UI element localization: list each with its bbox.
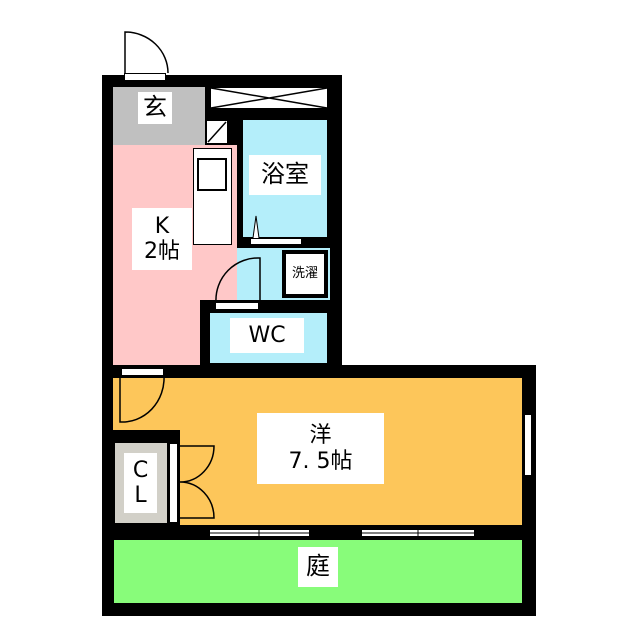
western-room-label: 洋 7. 5帖	[257, 413, 384, 484]
laundry-label: 洗濯	[285, 253, 325, 295]
kitchen-label-type: K	[154, 213, 170, 239]
kitchen-area-lower	[113, 295, 200, 365]
western-door-swing	[119, 375, 165, 423]
bath-door-symbol	[252, 215, 260, 239]
closet-label-c: C	[132, 457, 149, 483]
right-window	[524, 414, 532, 476]
washer-space: 洗濯	[282, 250, 328, 298]
closet-label-l: L	[134, 483, 147, 508]
wc-label: WC	[230, 318, 304, 353]
entrance-door-swing	[124, 31, 169, 74]
bath-door[interactable]	[250, 238, 302, 245]
storage-x	[210, 87, 328, 109]
entrance-door[interactable]	[124, 73, 166, 81]
wc-door[interactable]	[215, 302, 259, 310]
western-room-type: 洋	[309, 423, 332, 449]
sink	[197, 158, 227, 191]
bath-label: 浴室	[249, 155, 321, 195]
closet-label: C L	[124, 453, 157, 513]
entrance-label: 玄	[138, 92, 172, 124]
garden-label: 庭	[298, 547, 338, 587]
closet-door[interactable]	[169, 443, 178, 523]
kitchen-label: K 2帖	[132, 208, 192, 270]
window-mullions	[210, 529, 474, 537]
shoe-box-diagonal	[207, 121, 227, 143]
wc-wall-left	[200, 300, 210, 366]
western-door[interactable]	[121, 368, 164, 376]
kitchen-label-size: 2帖	[144, 239, 180, 264]
closet-door-swing	[179, 445, 215, 519]
wc-door-swing	[215, 257, 261, 303]
western-room-size: 7. 5帖	[288, 448, 353, 474]
